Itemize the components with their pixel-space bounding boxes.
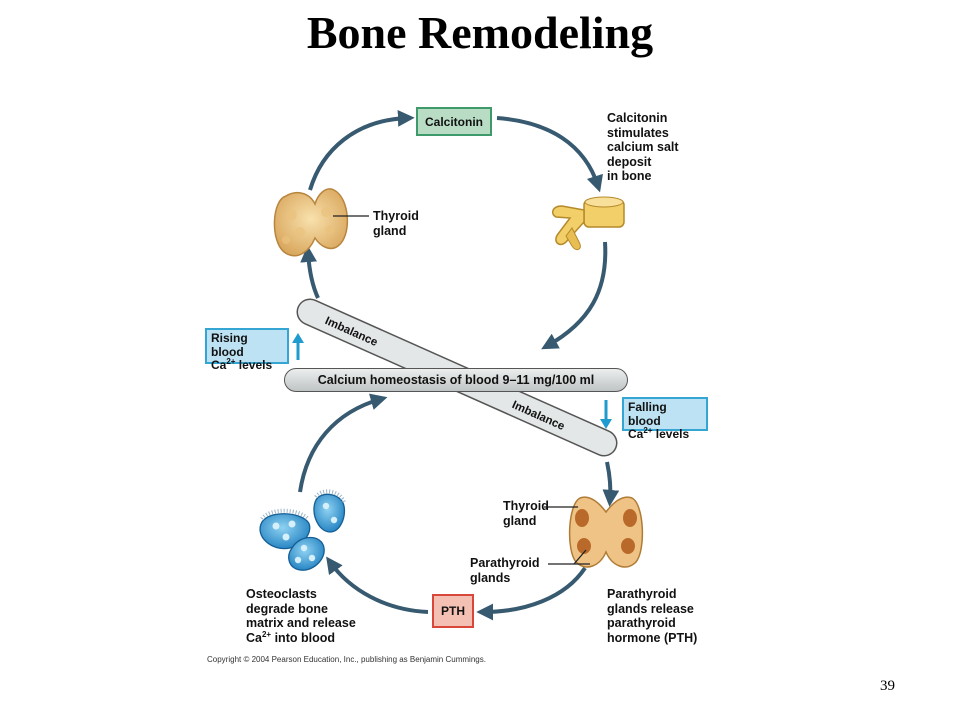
arrow-osteoclasts-to-homeostasis [298,393,388,493]
slide-title: Bone Remodeling [306,7,654,58]
thyroid-gland-bottom-label: Thyroid gland [503,499,549,528]
pth-action-label: Parathyroid glands release parathyroid h… [607,587,697,645]
bone-vertebra-icon [551,196,625,251]
calcitonin-action-label: Calcitonin stimulates calcium salt depos… [607,111,679,184]
arrow-calcitonin-to-bone [496,116,603,193]
rising-line-1: Rising blood [211,331,248,359]
arrow-pth-to-osteoclasts [326,556,429,614]
parathyroid-glands-label: Parathyroid glands [470,556,539,585]
pth-box: PTH [432,594,474,628]
calcitonin-box: Calcitonin [416,107,492,136]
pth-action-line-3: parathyroid [607,616,676,631]
pth-action-line-2: glands release [607,601,694,616]
rising-arrow-icon [292,333,304,360]
parathyroid-line-1: Parathyroid [470,556,540,570]
thyroid-bottom-line-2: gland [503,513,537,528]
falling-arrow-icon [600,400,612,429]
pth-action-line-4: hormone (PTH) [607,630,698,645]
osteoclasts-icon [259,489,346,571]
osteoclast-action-label: Osteoclasts degrade bone matrix and rele… [246,587,356,645]
falling-blood-calcium-box: Falling blood Ca2+ levels [622,397,708,441]
calcitonin-action-line-1: Calcitonin [607,111,668,125]
calcium-homeostasis-bar: Calcium homeostasis of blood 9–11 mg/100… [284,368,628,392]
thyroid-top-line-2: gland [373,223,407,238]
osteoclast-line-1: Osteoclasts [246,587,317,601]
thyroid-top-line-1: Thyroid [373,209,419,223]
page-number: 39 [880,678,895,694]
thyroid-gland-top-label: Thyroid gland [373,209,419,238]
rising-line-2: Ca2+ levels [211,357,273,373]
pth-action-line-1: Parathyroid [607,587,677,601]
calcitonin-action-line-3: calcium salt [607,140,679,155]
arrow-imbalance-to-thyroid-bottom [602,461,620,507]
osteoclast-line-2: degrade bone [246,601,328,616]
osteoclast-cell-3 [288,536,325,571]
osteoclast-line-4: Ca2+ into blood [246,629,335,645]
calcitonin-action-line-5: in bone [607,169,652,184]
parathyroid-line-2: glands [470,570,511,585]
osteoclast-cell-2 [313,489,346,533]
copyright-notice: Copyright © 2004 Pearson Education, Inc.… [207,655,486,664]
rising-blood-calcium-box: Rising blood Ca2+ levels [205,328,289,372]
arrow-thyroid-to-calcitonin [308,109,415,191]
osteoclast-line-3: matrix and release [246,616,356,631]
calcitonin-action-line-2: stimulates [607,125,669,140]
falling-line-2: Ca2+ levels [628,426,690,442]
thyroid-parathyroid-bottom-icon [544,496,644,568]
falling-line-1: Falling blood [628,400,667,428]
calcitonin-action-line-4: deposit [607,154,652,169]
arrow-parathyroid-to-pth [476,566,587,621]
thyroid-gland-top-icon [273,188,369,257]
arrow-imbalance-to-thyroid [300,245,320,299]
arrow-bone-to-homeostasis [541,241,608,350]
thyroid-bottom-line-1: Thyroid [503,499,549,513]
